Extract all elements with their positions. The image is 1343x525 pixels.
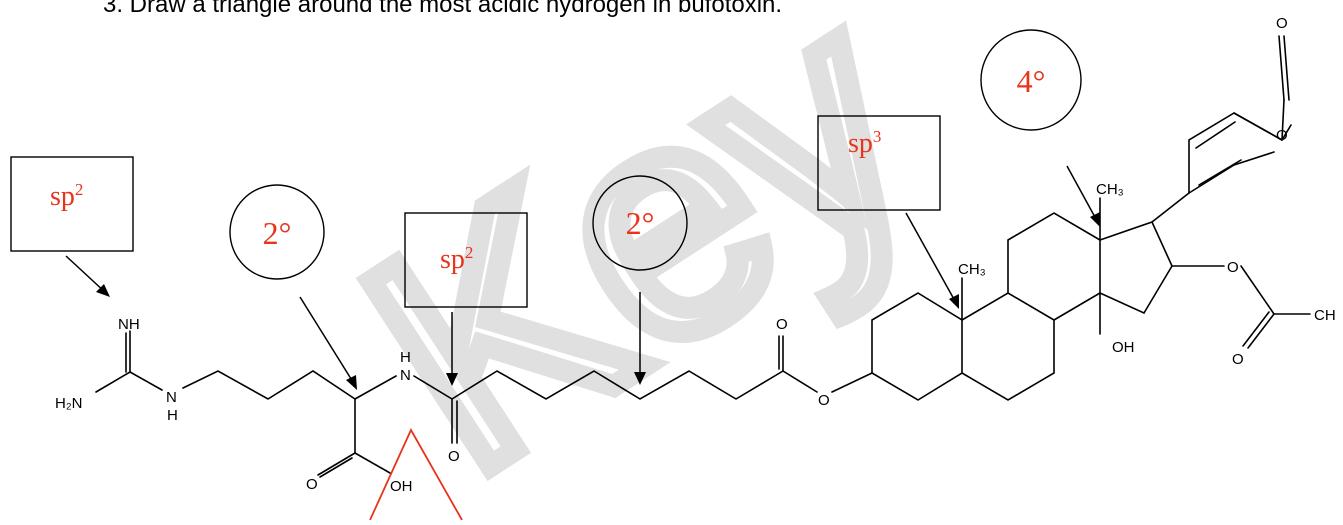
atom-h-amide: H	[400, 349, 411, 366]
annotation-circle-left: 2°	[229, 184, 357, 390]
atom-n-amide: N	[400, 367, 411, 384]
atom-o-ring: O	[1276, 127, 1288, 144]
atom-n-left: N	[166, 389, 177, 406]
watermark-text: Key	[311, 0, 970, 520]
atom-oh-acid: OH	[390, 478, 413, 495]
atom-o-amide: O	[448, 448, 460, 465]
atom-labels: NH H₂N N H H N O O OH O O CH₃ CH₃ OH O O…	[55, 15, 1336, 495]
watermark: Key	[300, 0, 981, 525]
atom-ch3-upper: CH₃	[1096, 181, 1124, 198]
annotation-circle-middle: 2°	[592, 175, 688, 385]
annotation-circle-right: 4°	[980, 29, 1100, 227]
atom-h2n: H₂N	[55, 395, 83, 412]
box-right-label: sp3	[848, 127, 881, 159]
atom-o-acid: O	[306, 476, 318, 493]
atom-oh-steroid: OH	[1112, 339, 1135, 356]
atom-o-ester-carbonyl: O	[776, 316, 788, 333]
annotation-box-left: sp2	[10, 156, 134, 297]
atom-o-lactone-carbonyl: O	[1276, 15, 1288, 32]
circle-right-label: 4°	[1017, 63, 1046, 99]
acidic-hydrogen-triangle	[369, 428, 463, 521]
molecule-bonds	[95, 35, 1311, 478]
atom-nh-imine: NH	[118, 316, 140, 333]
atom-o-acetyl: O	[1232, 351, 1244, 368]
atom-h-left: H	[167, 407, 178, 424]
annotation-box-middle: sp2	[404, 212, 528, 386]
circle-left-label: 2°	[263, 215, 292, 251]
atom-ch3-lower: CH₃	[958, 261, 986, 278]
box-left-label: sp2	[50, 180, 83, 212]
atom-ch3-acetyl: CH	[1314, 307, 1336, 324]
annotation-box-right: sp3	[817, 115, 959, 309]
box-middle-label: sp2	[440, 243, 473, 275]
atom-o-acetoxy: O	[1227, 259, 1239, 276]
atom-o-ester: O	[818, 392, 830, 409]
circle-middle-label: 2°	[626, 205, 655, 241]
question-text: 3. Draw a triangle around the most acidi…	[103, 0, 782, 18]
